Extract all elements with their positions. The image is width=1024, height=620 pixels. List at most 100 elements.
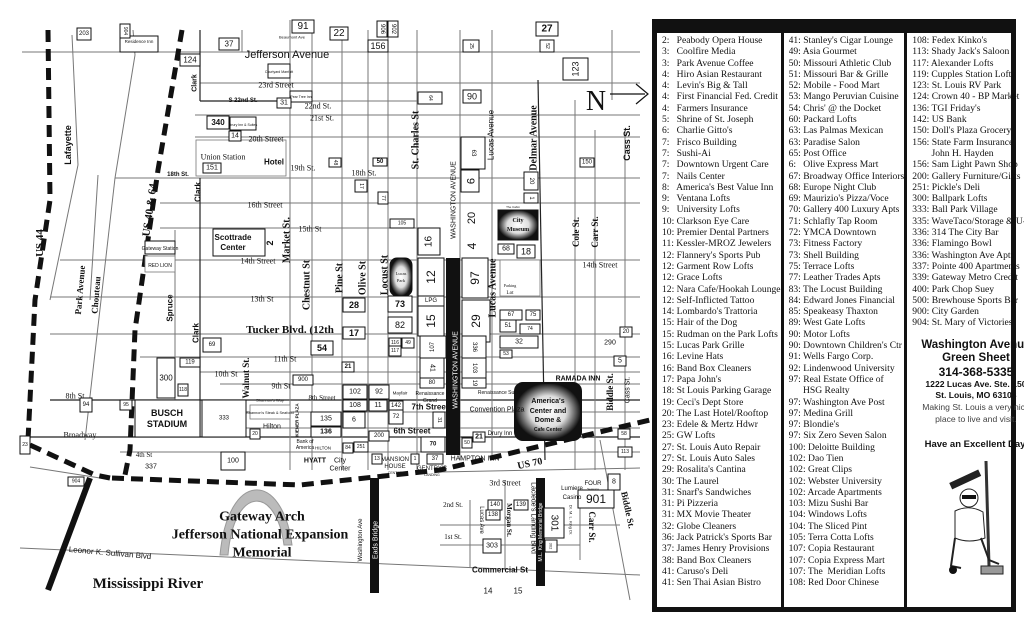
map-marker: 1 [523, 192, 539, 204]
marker-number: 9 [464, 178, 476, 184]
marker-number: 69 [209, 342, 216, 348]
marker-box [460, 136, 486, 170]
legend-item: 36: Jack Patrick's Sports Bar [662, 532, 772, 544]
marker-number: 95 [123, 402, 129, 408]
map-label: Cass St. [625, 377, 632, 404]
map-label: Convention Plaza [470, 407, 525, 414]
legend-item: 7: Downtown Urgent Care [662, 159, 769, 171]
marker-number: 41 [429, 364, 436, 372]
map-label: M.L. King Memorial Bridge [538, 502, 544, 561]
marker-number: 336 [471, 342, 477, 353]
legend-item: 91: Wells Fargo Corp. [788, 351, 874, 363]
map-label: Commercial St [472, 566, 528, 575]
marker-box [499, 349, 513, 359]
marker-number: 1 [414, 456, 417, 462]
map-label: 337 [145, 464, 157, 471]
marker-box [202, 337, 222, 353]
marker-box [419, 377, 445, 389]
map-label: 8th Street [308, 394, 335, 402]
marker-box [341, 361, 355, 373]
legend-item: 60: Packard Lofts [788, 114, 857, 126]
map-marker: 28 [342, 297, 366, 313]
legend-item: 300: Ballpark Lofts [912, 193, 988, 205]
marker-box [562, 57, 589, 81]
map-label: St. Charles St [411, 110, 422, 169]
map-marker: 22 [329, 26, 349, 41]
map-marker: 16 [417, 227, 441, 256]
marker-box [516, 244, 536, 259]
marker-box [353, 441, 369, 453]
legend-item: 51: Missouri Bar & Grille [788, 68, 889, 80]
marker-number: 13 [374, 456, 380, 462]
marker-number: 107 [430, 341, 436, 352]
map-label: Clark [192, 322, 201, 343]
map-label: Seasons [587, 487, 599, 491]
marker-box [368, 399, 388, 412]
map-label: Laclede's Landing Blvd [530, 482, 537, 554]
marker-box [513, 499, 529, 511]
marker-number: 156 [370, 41, 385, 51]
map-label: 8th St [66, 392, 86, 401]
legend-item: 900: City Garden [912, 306, 979, 318]
map-marker: 69 [202, 337, 222, 353]
legend-item: 104: The Sliced Pint [788, 520, 867, 532]
map-label: 4 [465, 242, 479, 249]
marker-number: 51 [505, 323, 512, 329]
marker-box [497, 243, 515, 255]
map-marker: 139 [513, 499, 529, 511]
legend-item: 150: Doll's Plaza Grocery [912, 125, 1012, 137]
map-marker: 14 [228, 130, 242, 142]
marker-box [310, 426, 342, 438]
map-label: Park Avenue [73, 265, 87, 315]
marker-box [342, 384, 368, 400]
marker-number: 21 [345, 364, 352, 370]
legend-item: 49: Asia Gourmet [788, 46, 857, 58]
marker-box [371, 453, 383, 465]
marker-box [201, 399, 247, 438]
legend-item: 75: Terrace Lofts [788, 260, 855, 272]
map-label: 14th Street [583, 261, 619, 270]
map-label: LANDING [424, 473, 440, 477]
map-label: Morgan St. [505, 503, 513, 537]
drury-suites-label: Drury Inn & Suites [229, 123, 258, 127]
map-marker: 5 [613, 355, 627, 367]
legend-item: 12: Self-Inflicted Tattoo [662, 294, 755, 306]
map-label: 16th Street [248, 201, 284, 210]
marker-number: 21 [475, 434, 483, 441]
marker-box [462, 89, 482, 104]
marker-box [119, 23, 131, 39]
map-label: 290 [604, 340, 616, 347]
map-label: 22nd St. [305, 102, 332, 111]
map-label: HOUSE [384, 464, 405, 470]
map-marker: 100 [220, 451, 246, 471]
mascot-illustration [948, 460, 1004, 575]
map-marker: 84 [342, 442, 354, 454]
marker-box [462, 39, 480, 53]
legend-item: 41: Stanley's Cigar Lounge [788, 35, 893, 46]
map-marker: 151 [202, 162, 222, 174]
marker-number: 23 [22, 442, 28, 448]
marker-number: 6 [352, 417, 356, 424]
map-label: Broadway [64, 431, 97, 440]
map-marker: 74 [519, 323, 541, 335]
landmark-boxes: Residence Inn Courtyard Marriott Pear Tr… [119, 35, 649, 441]
marker-number: 92 [375, 389, 383, 396]
map-marker: 77 [377, 191, 389, 205]
marker-box [461, 437, 473, 449]
map-label: Tucker Blvd. (12th [246, 324, 334, 336]
marker-box [543, 507, 565, 539]
legend-item: 7: Frisco Building [662, 136, 737, 148]
publisher-info: Washington Avenue Green Sheet 314-368-53… [912, 339, 1024, 585]
legend-item: 10: Premier Dental Partners [662, 227, 769, 239]
map-label: MANSION [381, 457, 409, 463]
map-label: HYATT [304, 458, 327, 465]
marker-box [579, 157, 595, 168]
legend-item: 100: Deloitte Building [788, 441, 875, 453]
legend-item: 123: St. Louis RV Park [912, 80, 1002, 92]
marker-number: 90 [467, 92, 477, 102]
map-marker: 64 [417, 91, 443, 105]
legend-item: 5: Shrine of St. Joseph [662, 114, 754, 126]
legend-item: 29: Rosalita's Cantina [662, 464, 746, 476]
legend-item: 31: Pi Pizzeria [662, 498, 718, 510]
map-label: 2nd St. [443, 501, 463, 509]
